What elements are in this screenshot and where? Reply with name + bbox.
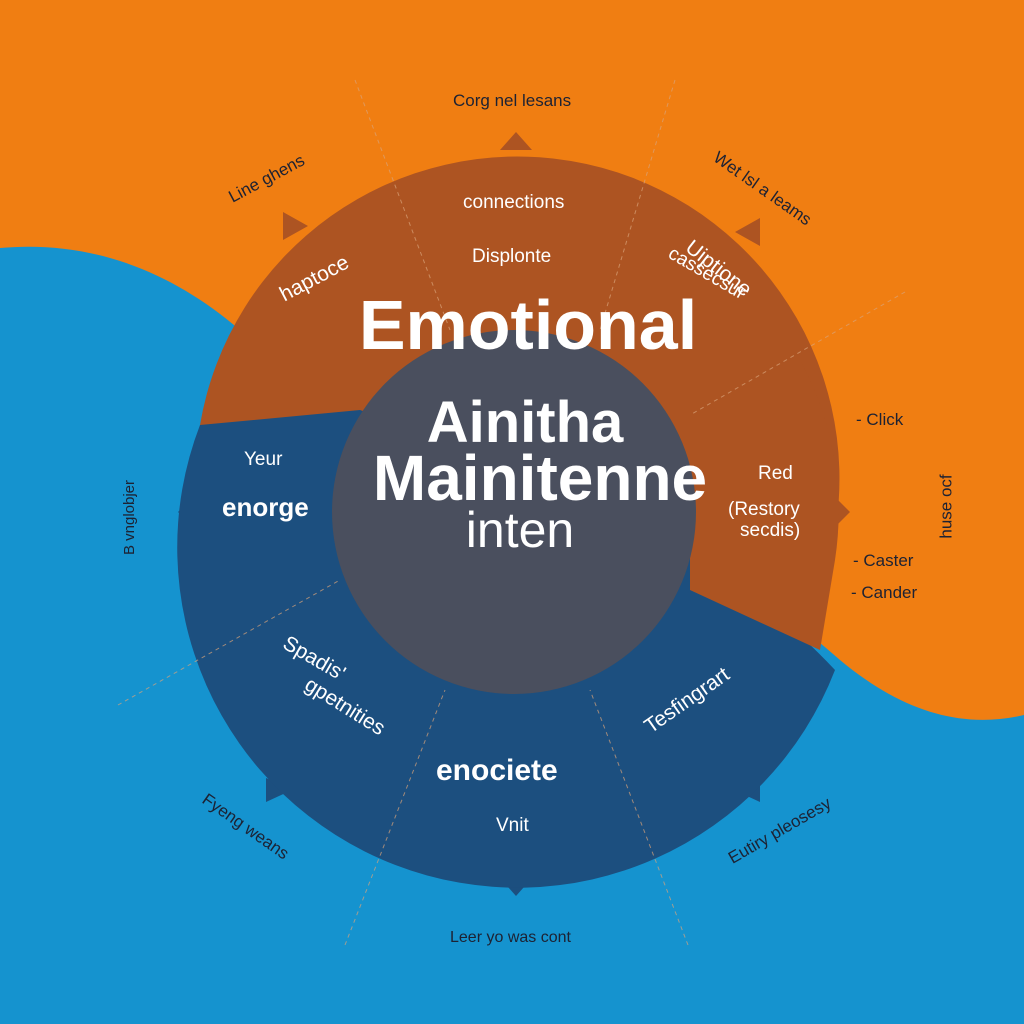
outer-label-right-caster: - Caster bbox=[853, 551, 914, 570]
ring-label-displonte: Displonte bbox=[472, 246, 552, 267]
outer-label-right-cander: - Cander bbox=[851, 583, 918, 602]
headline: Emotional bbox=[358, 286, 698, 364]
notch-top-left bbox=[283, 212, 308, 240]
ring-label-enociete: enociete bbox=[436, 754, 558, 787]
ring-label-restory: (Restory bbox=[728, 499, 800, 520]
segment-dividers bbox=[117, 79, 906, 946]
outer-label-right-vertical: huse ocf bbox=[936, 474, 956, 539]
ring-label-enorge: enorge bbox=[222, 492, 309, 522]
outer-label-bottom: Leer yo was cont bbox=[450, 929, 571, 946]
outer-label-right-click: - Click bbox=[856, 410, 904, 429]
outer-label-left: B vnglobjer bbox=[121, 479, 139, 556]
notch-top bbox=[500, 132, 532, 150]
notch-top-right bbox=[735, 218, 760, 246]
center-circle bbox=[332, 330, 696, 694]
ring-label-vnit: Vnit bbox=[496, 815, 529, 836]
center-line-1: Ainitha bbox=[426, 390, 624, 455]
ring-orange-right bbox=[690, 360, 839, 650]
outer-label-top: Corg nel lesans bbox=[453, 91, 572, 110]
center-line-3: inten bbox=[465, 502, 575, 558]
ring-label-red: Red bbox=[758, 463, 793, 484]
center-line-2: Mainitenne bbox=[372, 442, 708, 514]
ring-label-connections: connections bbox=[463, 192, 565, 213]
ring-label-secdis: secdis) bbox=[740, 520, 801, 541]
ring-label-yeur: Yeur bbox=[244, 449, 283, 470]
